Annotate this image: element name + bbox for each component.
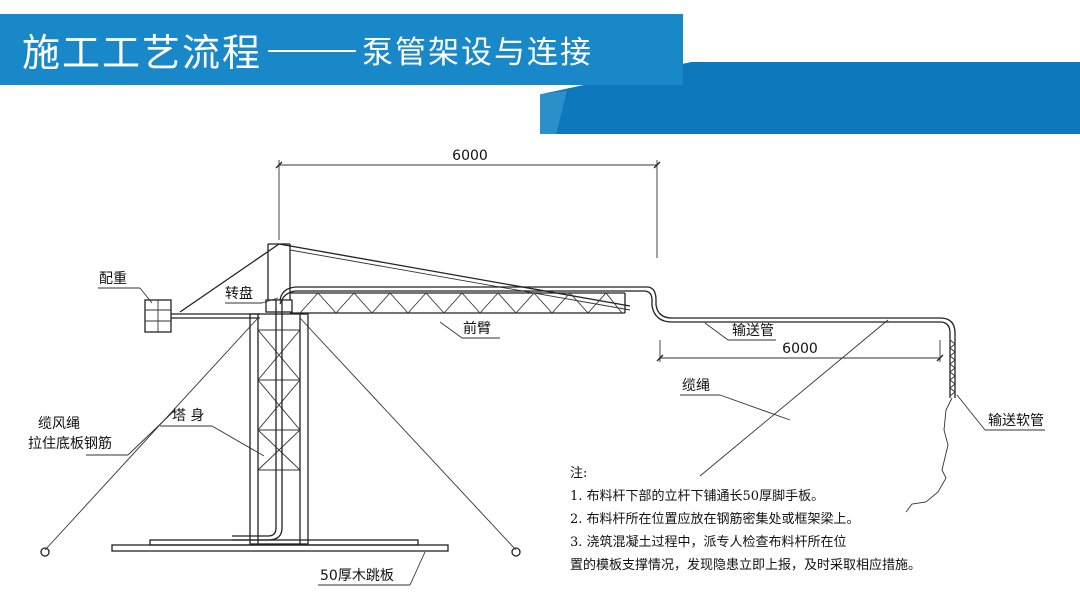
page-title: 施工工艺流程 泵管架设与连接 (22, 18, 593, 80)
note-line-4: 置的模板支撑情况，发现隐患立即上报，及时采取相应措施。 (570, 557, 921, 573)
label-tower-body: 塔 身 (172, 408, 204, 424)
label-counterweight: 配重 (99, 271, 127, 287)
base-plank (111, 539, 449, 552)
dimension-bottom-value: 6000 (782, 341, 818, 357)
note-line-3: 3. 浇筑混凝土过程中，派专人检查布料杆所在位 (570, 534, 847, 550)
notes-heading: 注: (570, 466, 587, 481)
note-line-2: 2. 布料杆所在位置应放在钢筋密集处或框架梁上。 (570, 511, 860, 527)
dimension-top-value: 6000 (452, 148, 488, 164)
guy-ropes (40, 317, 521, 557)
label-hose: 输送软管 (988, 413, 1044, 429)
title-main: 施工工艺流程 (22, 30, 263, 75)
mast-head (179, 243, 631, 313)
label-cable: 缆绳 (682, 378, 710, 394)
cable-line (699, 319, 889, 477)
label-turntable: 转盘 (225, 285, 253, 302)
notes: 注: 1. 布料杆下部的立杆下铺通长50厚脚手板。 2. 布料杆所在位置应放在钢… (570, 466, 921, 573)
label-plank: 50厚木跳板 (320, 568, 394, 584)
front-arm-truss (279, 286, 885, 323)
title-sub: 泵管架设与连接 (362, 34, 594, 71)
tower-body (232, 299, 309, 545)
label-front-arm: 前臂 (463, 320, 491, 337)
header-band (0, 14, 683, 85)
note-line-1: 1. 布料杆下部的立杆下铺通长50厚脚手板。 (570, 488, 824, 504)
dimension-bottom: 6000 (656, 340, 944, 362)
counterweight (144, 299, 260, 333)
label-guy-rope-2: 拉住底板钢筋 (28, 435, 112, 452)
dimension-top: 6000 (275, 148, 661, 258)
label-guy-rope-1: 缆风绳 (38, 416, 80, 432)
title-dash (268, 50, 357, 52)
label-delivery-pipe: 输送管 (732, 323, 774, 339)
delivery-hose (885, 317, 956, 513)
leader-lines (86, 287, 1045, 586)
